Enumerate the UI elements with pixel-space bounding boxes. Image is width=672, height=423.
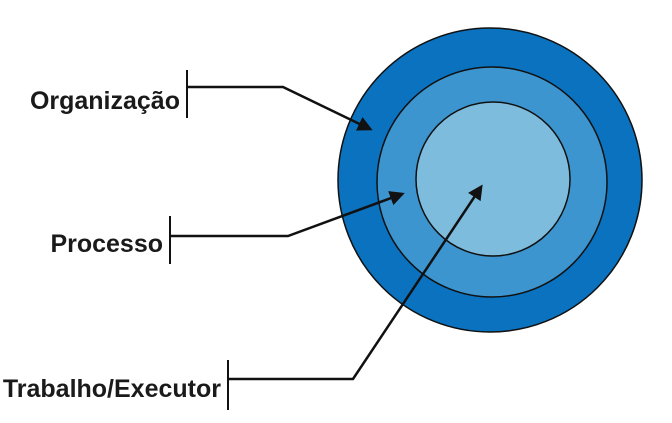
leader-organizacao	[187, 85, 373, 131]
label-processo: Processo	[50, 230, 163, 258]
work-executor-circle	[415, 101, 571, 257]
label-organizacao: Organização	[30, 87, 180, 115]
leader-trabalho-executor	[228, 184, 483, 381]
label-trabalho-executor: Trabalho/Executor	[3, 375, 221, 403]
leader-processo	[170, 191, 405, 238]
